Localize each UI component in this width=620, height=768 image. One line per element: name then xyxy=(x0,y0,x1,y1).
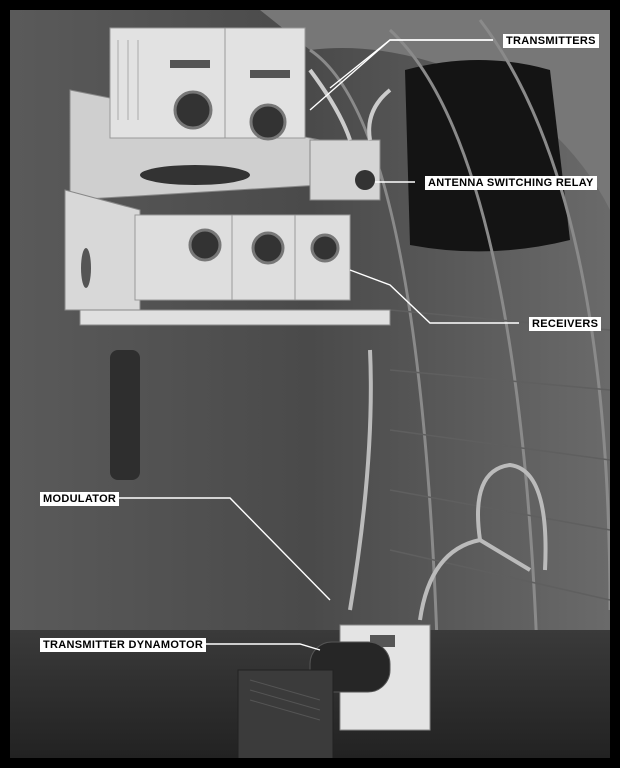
antenna-switching-relay-label: ANTENNA SWITCHING RELAY xyxy=(425,176,597,190)
modulator-label: MODULATOR xyxy=(40,492,120,506)
cables xyxy=(348,349,548,621)
receiver-rack xyxy=(64,189,391,326)
receivers-label: RECEIVERS xyxy=(529,317,602,331)
transmitters-label: TRANSMITTERS xyxy=(503,34,599,48)
fuselage-ribs xyxy=(309,19,610,758)
transmitter-dynamotor xyxy=(237,641,391,758)
ceiling-panel xyxy=(260,10,610,210)
aircraft-interior-scene xyxy=(10,10,610,758)
antenna-switching-relay xyxy=(308,68,392,201)
hatch-opening xyxy=(405,60,570,252)
photograph: TRANSMITTERS ANTENNA SWITCHING RELAY REC… xyxy=(10,10,610,758)
leader-lines xyxy=(118,39,519,651)
transmitter-dynamotor-label: TRANSMITTER DYNAMOTOR xyxy=(40,638,207,652)
fire-extinguisher xyxy=(110,350,140,480)
transmitter-rack xyxy=(69,27,321,201)
